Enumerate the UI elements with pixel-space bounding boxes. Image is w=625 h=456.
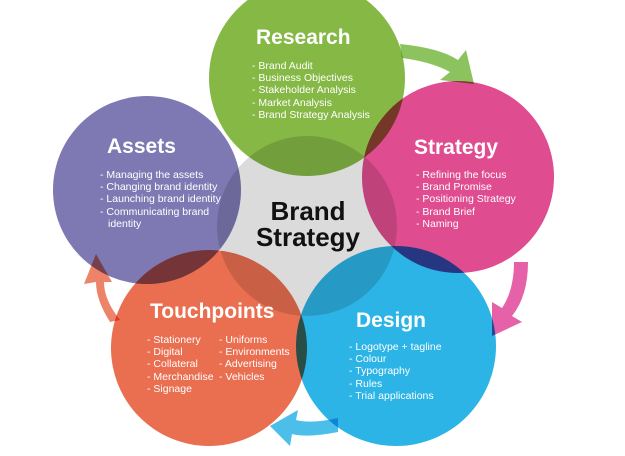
center-title: Brand Strategy [233,198,383,250]
assets-title: Assets [107,135,176,158]
strategy-item: Naming [416,218,516,230]
touchpoints-title: Touchpoints [150,300,275,323]
cycle-arrow-strategy-to-design [492,262,528,336]
touchpoints-item: Advertising [219,358,290,370]
assets-item: Launching brand identity [100,193,220,205]
center-title-line2: Strategy [255,222,361,252]
assets-items: Managing the assets Changing brand ident… [100,169,221,230]
strategy-items: Refining the focus Brand Promise Positio… [416,169,516,230]
design-items: Logotype + tagline Colour Typography Rul… [349,341,442,402]
research-item: Market Analysis [252,97,370,109]
touchpoints-item: Merchandise [147,371,213,383]
touchpoints-item: Uniforms [219,334,290,346]
design-title: Design [356,309,427,332]
assets-item: Communicating brand [100,206,221,218]
strategy-item: Refining the focus [416,169,516,181]
design-item: Logotype + tagline [349,341,441,353]
cycle-arrow-design-to-touchpoints [270,410,338,446]
center-title-line1: Brand [270,196,346,226]
touchpoints-item: Collateral [147,358,214,370]
design-item: Rules [349,378,442,390]
center-circle [217,136,397,316]
assets-item: Managing the assets [100,169,221,181]
research-item: Stakeholder Analysis [252,84,370,96]
assets-item: Changing brand identity [100,181,221,193]
touchpoints-item: Digital [147,346,214,358]
research-item: Business Objectives [252,72,370,84]
design-item: Trial applications [349,390,442,402]
touchpoints-item: Signage [147,383,214,395]
research-item: Brand Audit [252,60,370,72]
strategy-item: Positioning Strategy [416,193,515,205]
touchpoints-item: Vehicles [219,371,290,383]
strategy-item: Brand Brief [416,206,516,218]
touchpoints-items-col2: Uniforms Environments Advertising Vehicl… [219,334,290,383]
research-title: Research [256,26,351,49]
design-item: Colour [349,353,442,365]
assets-item: identity [108,217,142,230]
touchpoints-item: Stationery [147,334,214,346]
strategy-title: Strategy [414,136,499,159]
touchpoints-items-col1: Stationery Digital Collateral Merchandis… [147,334,214,395]
research-item: Brand Strategy Analysis [252,109,369,121]
touchpoints-item: Environments [219,346,289,358]
research-items: Brand Audit Business Objectives Stakehol… [252,60,370,121]
strategy-item: Brand Promise [416,181,516,193]
cycle-arrow-research-to-strategy [400,44,474,84]
cycle-arrow-touchpoints-to-assets [84,254,120,322]
design-item: Typography [349,365,442,377]
